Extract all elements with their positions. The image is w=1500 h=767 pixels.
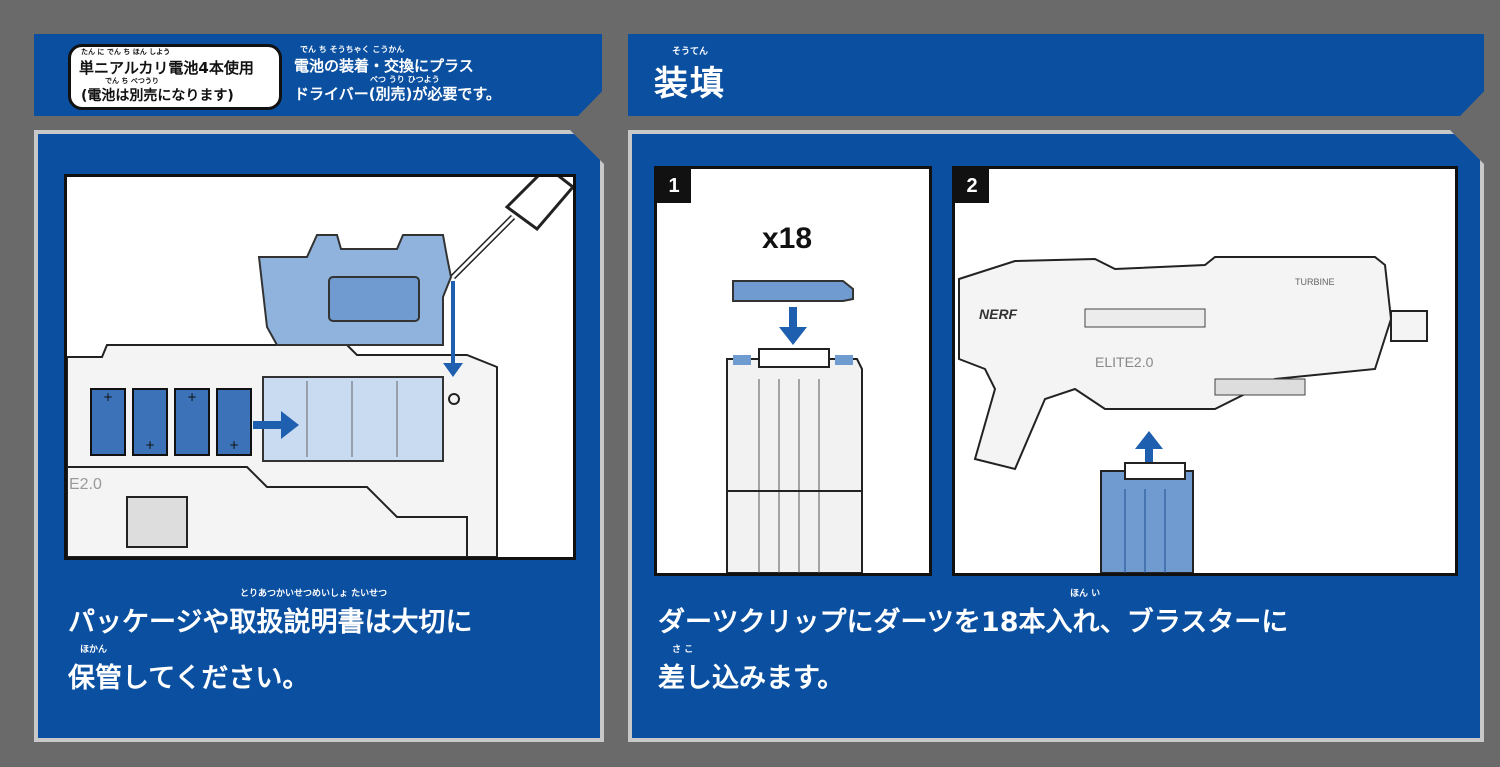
screwdriver-note: 電池の装着・交換にプラス ドライバー(別売)が必要です。 <box>294 52 501 108</box>
battery-line-1: 単ニアルカリ電池4本使用 <box>79 59 254 77</box>
note-ruby-1: でん ち そうちゃく こうかん <box>300 45 405 54</box>
blaster <box>958 256 1393 471</box>
note-line-2: ドライバー(別売)が必要です。 <box>294 85 501 103</box>
dart-count: x18 <box>762 222 813 255</box>
down-arrow <box>443 281 463 377</box>
battery-illustration: E2.0 + + + + <box>67 177 573 557</box>
batteries: + + + + <box>90 388 252 456</box>
battery-illustration-frame: E2.0 + + + + <box>64 174 576 560</box>
left-caption-ruby-2: ほかん <box>80 645 108 655</box>
step-2-frame: 2 NERF ELITE2.0 TURBINE <box>952 166 1458 576</box>
note-line-1: 電池の装着・交換にプラス <box>294 57 474 75</box>
svg-text:+: + <box>229 438 239 452</box>
insert-arrow <box>253 411 299 439</box>
battery-ruby-2: でん ち べつうり <box>105 77 159 85</box>
battery-compartment <box>262 376 444 462</box>
header-band-right <box>628 34 1484 116</box>
right-caption-line-2: 差し込みます。 <box>658 663 845 694</box>
gun-label: E2.0 <box>69 476 102 493</box>
svg-text:+: + <box>103 390 113 404</box>
left-caption-line-1: パッケージや取扱説明書は大切に <box>68 607 473 638</box>
turbine-label: TURBINE <box>1295 277 1335 287</box>
section-title: 装填 <box>654 64 726 104</box>
step-2-number: 2 <box>955 169 989 203</box>
battery-badge: たん に でん ち ほん しよう 単ニアルカリ電池4本使用 でん ち べつうり … <box>68 44 282 110</box>
brand-logo: NERF <box>979 306 1018 322</box>
battery-ruby-1: たん に でん ち ほん しよう <box>81 48 171 56</box>
right-caption-ruby-2: さ こ <box>672 645 694 655</box>
svg-text:+: + <box>187 390 197 404</box>
step-1-frame: 1 <box>654 166 932 576</box>
clip-blue <box>1100 470 1194 573</box>
step-1-number: 1 <box>657 169 691 203</box>
model-label: ELITE2.0 <box>1095 354 1154 370</box>
screwdriver-icon <box>450 177 573 280</box>
left-caption-ruby-1: とりあつかいせつめいしょ たいせつ <box>240 589 388 599</box>
right-caption-line-1: ダーツクリップにダーツを18本入れ、ブラスターに <box>658 607 1289 638</box>
right-caption-ruby-1: ほん い <box>1070 589 1101 599</box>
dart-icon <box>732 280 854 302</box>
battery-line-2: (電池は別売になります) <box>81 88 234 104</box>
step-1-illustration <box>726 280 863 573</box>
left-caption-line-2: 保管してください。 <box>68 663 310 694</box>
up-arrow <box>1135 431 1163 467</box>
note-ruby-2: べつ うり ひつよう <box>370 75 440 84</box>
svg-text:+: + <box>145 438 155 452</box>
title-ruby: そうてん <box>672 47 709 57</box>
dart-clip <box>726 358 863 573</box>
grip-detail <box>126 496 188 548</box>
down-arrow-1 <box>779 307 807 345</box>
step-2-illustration: NERF ELITE2.0 TURBINE <box>958 256 1428 573</box>
